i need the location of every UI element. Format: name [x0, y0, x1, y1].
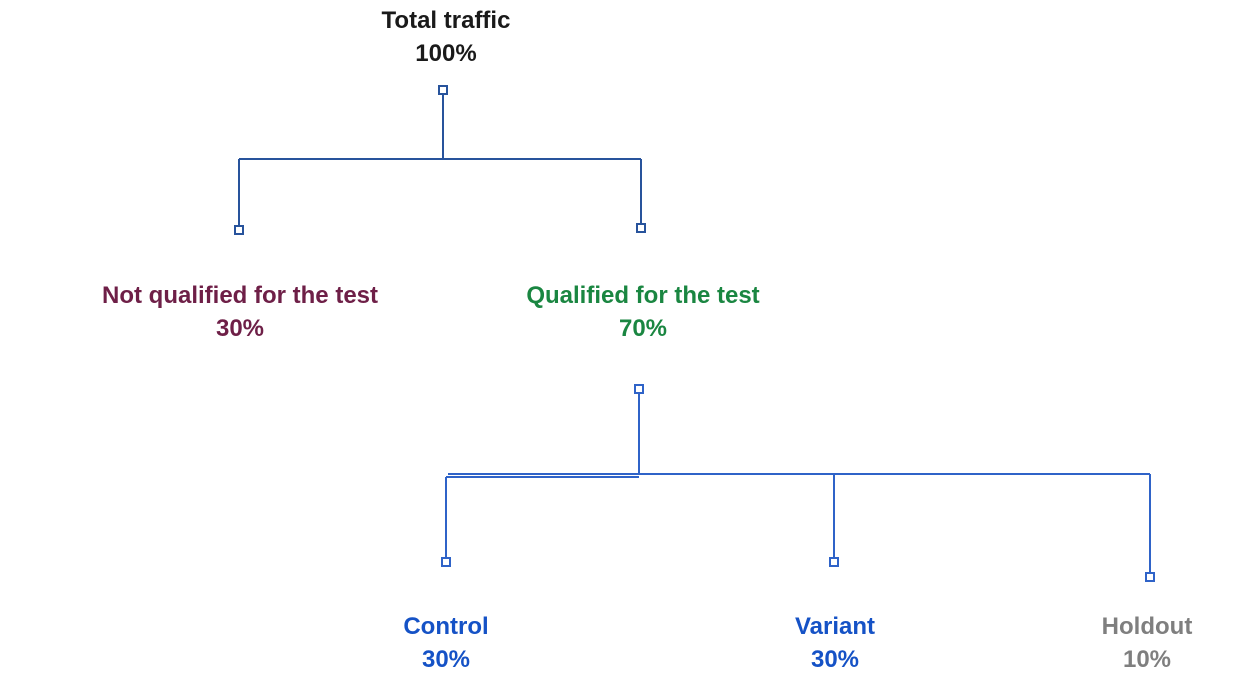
node-not-qualified-value: 30%	[215, 315, 265, 342]
level2-connector-group	[441, 384, 1155, 582]
node-total-traffic[interactable]: Total traffic 100%	[382, 4, 511, 70]
level2-connector-lines[interactable]	[445, 393, 1151, 572]
level1-connector-lines[interactable]	[238, 94, 642, 225]
level2-top-endpoint-handle[interactable]	[634, 384, 644, 394]
node-qualified-value: 70%	[618, 315, 668, 342]
node-not-qualified[interactable]: Not qualified for the test 30%	[102, 279, 378, 345]
node-qualified[interactable]: Qualified for the test 70%	[526, 279, 759, 345]
node-holdout[interactable]: Holdout 10%	[1102, 610, 1193, 676]
node-qualified-label: Qualified for the test	[526, 282, 760, 309]
node-variant[interactable]: Variant 30%	[795, 610, 875, 676]
node-total-traffic-value: 100%	[415, 40, 477, 67]
level1-top-endpoint-handle[interactable]	[438, 85, 448, 95]
node-holdout-label: Holdout	[1101, 613, 1193, 640]
level2-holdout-endpoint-handle[interactable]	[1145, 572, 1155, 582]
node-holdout-value: 10%	[1122, 646, 1172, 673]
level1-left-endpoint-handle[interactable]	[234, 225, 244, 235]
node-variant-value: 30%	[810, 646, 860, 673]
level2-control-endpoint-handle[interactable]	[441, 557, 451, 567]
node-not-qualified-label: Not qualified for the test	[102, 282, 378, 309]
level1-connector-group	[234, 85, 646, 235]
node-control-value: 30%	[421, 646, 471, 673]
level1-right-endpoint-handle[interactable]	[636, 223, 646, 233]
node-control-label: Control	[403, 613, 489, 640]
level2-variant-endpoint-handle[interactable]	[829, 557, 839, 567]
node-variant-label: Variant	[794, 613, 876, 640]
node-total-traffic-label: Total traffic	[381, 7, 511, 34]
node-control[interactable]: Control 30%	[403, 610, 488, 676]
